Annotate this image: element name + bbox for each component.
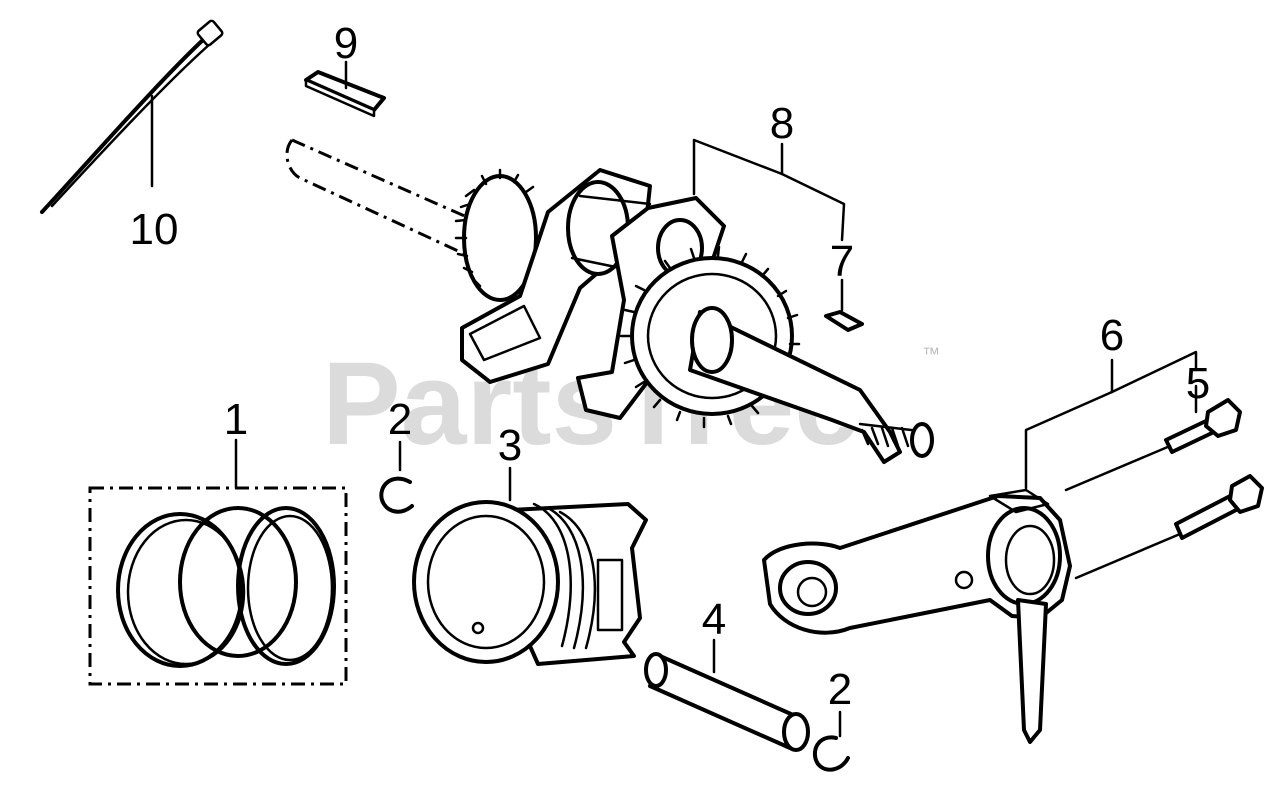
callout-8: 8 <box>770 99 794 148</box>
callout-9: 9 <box>334 19 358 68</box>
part-1-piston-rings[interactable] <box>88 438 348 686</box>
part-5-bolts[interactable] <box>1064 384 1264 580</box>
callout-2-upper: 2 <box>388 395 412 444</box>
callout-10: 10 <box>130 205 179 254</box>
part-2-circlip-lower[interactable] <box>812 710 850 772</box>
watermark-trademark: ™ <box>922 344 940 364</box>
part-4-piston-pin[interactable] <box>644 638 810 752</box>
part-2-circlip-upper[interactable] <box>379 440 414 514</box>
callout-5: 5 <box>1186 359 1210 408</box>
part-9-key[interactable] <box>304 60 386 118</box>
callout-3: 3 <box>498 421 522 470</box>
callout-1: 1 <box>224 395 248 444</box>
part-6-connecting-rod[interactable] <box>762 350 1198 744</box>
bracket-8-7 <box>692 138 846 242</box>
callout-7: 7 <box>830 237 854 286</box>
part-8-crankshaft[interactable] <box>285 138 934 464</box>
crankshaft-rear-gear <box>454 168 538 302</box>
callout-4: 4 <box>702 595 726 644</box>
callout-2-lower: 2 <box>828 665 852 714</box>
part-3-piston[interactable] <box>412 466 648 666</box>
part-10-cable-tie[interactable] <box>40 19 224 214</box>
callout-6: 6 <box>1100 311 1124 360</box>
part-7-key[interactable] <box>824 278 864 332</box>
